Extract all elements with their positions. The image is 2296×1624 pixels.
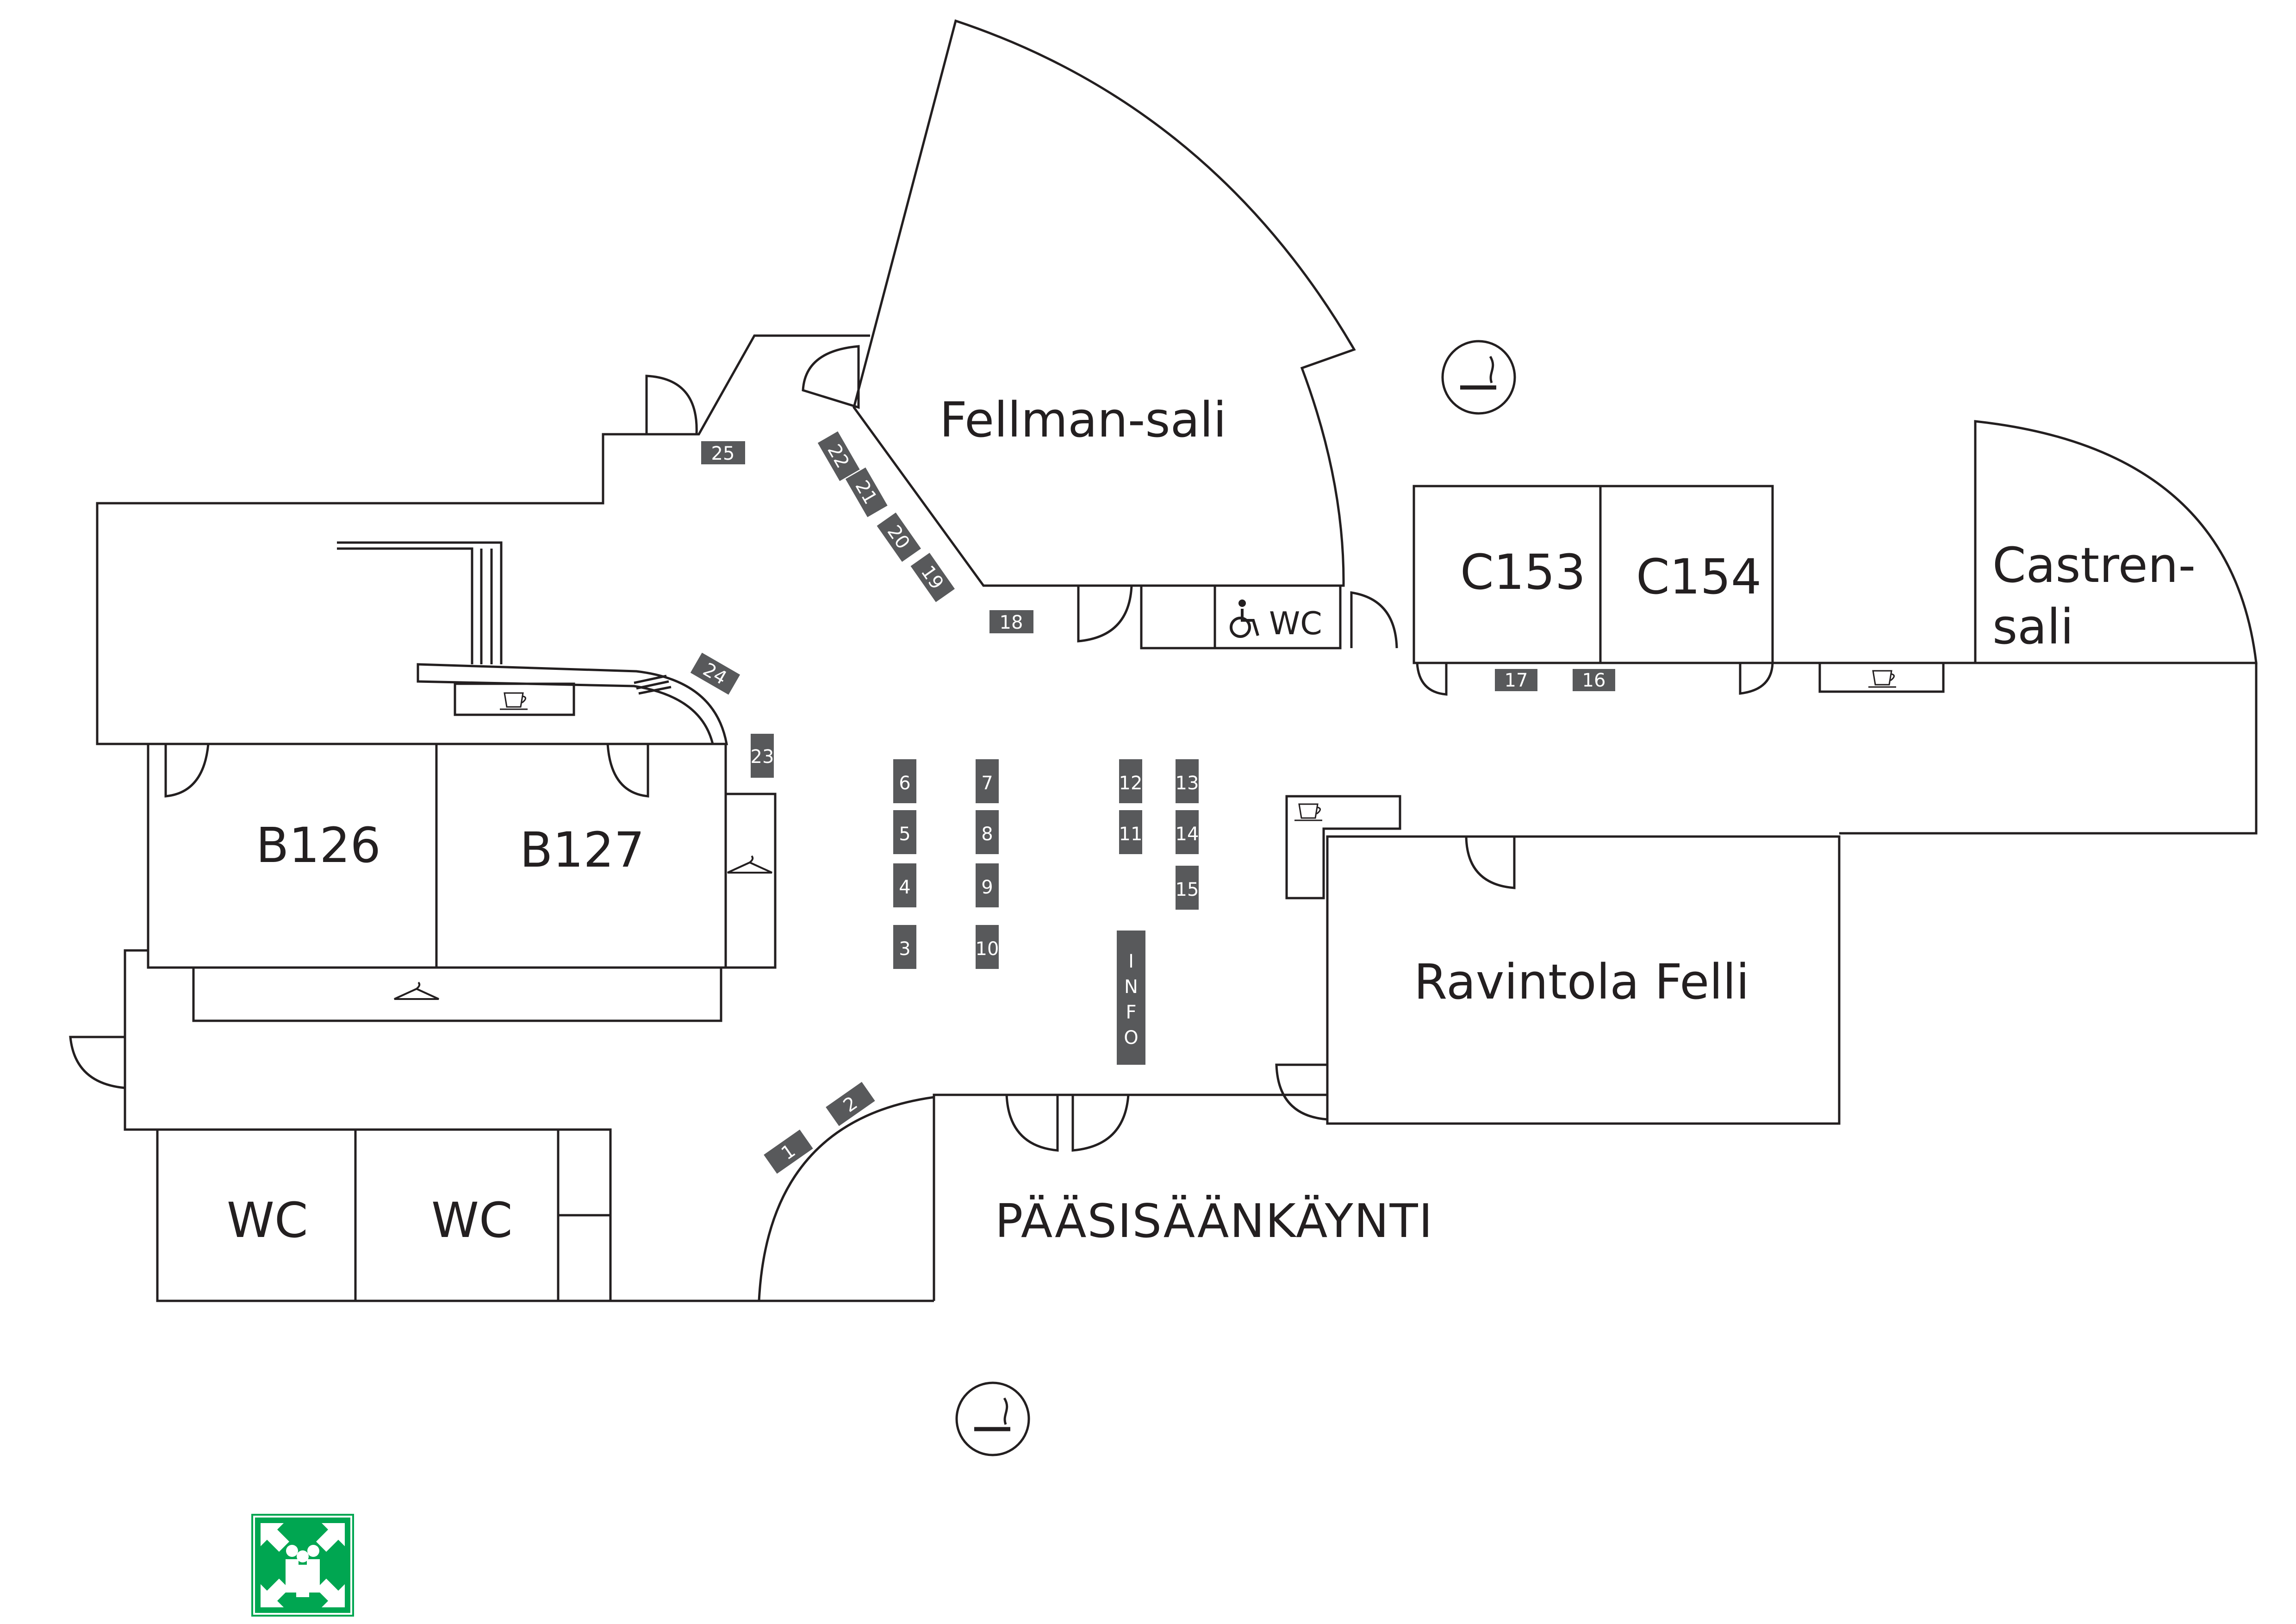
booth-16[interactable]: 16	[1573, 669, 1615, 691]
booth-18[interactable]: 18	[989, 610, 1033, 633]
coat-hanger-icon	[394, 981, 439, 1000]
svg-text:3: 3	[899, 938, 910, 960]
booth-17[interactable]: 17	[1495, 669, 1537, 691]
svg-text:I: I	[1128, 951, 1134, 972]
coffee-cup-icon	[1868, 670, 1896, 688]
room-label-fellman: Fellman-sali	[940, 392, 1226, 448]
svg-text:8: 8	[981, 824, 993, 845]
room-label-c154: C154	[1636, 549, 1761, 605]
booth-7[interactable]: 7	[976, 759, 999, 803]
coffee-counter-c	[1818, 662, 1945, 693]
ravintola-felli-walls	[1326, 835, 1841, 1125]
reception-desk	[417, 663, 728, 745]
svg-text:9: 9	[981, 877, 993, 898]
room-label-castren-1: Castren-	[1992, 537, 2196, 593]
castren-sali-walls	[1974, 420, 2258, 664]
stairs-upper	[337, 541, 503, 664]
room-label-wc-accessible: WC	[1269, 606, 1322, 642]
coffee-cup-icon	[500, 692, 528, 710]
svg-text:17: 17	[1505, 670, 1528, 691]
south-wall	[610, 1093, 1327, 1302]
booth-19[interactable]: 19	[910, 553, 955, 602]
booth-6[interactable]: 6	[893, 759, 916, 803]
booth-13[interactable]: 13	[1176, 759, 1199, 803]
coffee-cup-icon	[1294, 803, 1322, 821]
booth-14[interactable]: 14	[1176, 810, 1199, 854]
room-label-b126: B126	[256, 817, 381, 874]
room-label-c153: C153	[1460, 544, 1586, 600]
booth-3[interactable]: 3	[893, 925, 916, 969]
svg-text:15: 15	[1176, 879, 1199, 900]
svg-text:6: 6	[899, 773, 910, 794]
exhibitor-booths: 6 5 4 3 7 8 9 10 12 11 13 14 15 16 17 18…	[690, 431, 1615, 1174]
booth-20[interactable]: 20	[877, 512, 921, 562]
svg-text:18: 18	[1000, 612, 1023, 633]
svg-text:4: 4	[899, 877, 910, 898]
svg-text:7: 7	[981, 773, 993, 794]
room-label-ravintola: Ravintola Felli	[1414, 954, 1749, 1010]
accessible-wc-block	[1140, 584, 1342, 650]
info-desk[interactable]: I N F O	[1117, 931, 1145, 1065]
booth-8[interactable]: 8	[976, 810, 999, 854]
svg-text:16: 16	[1582, 670, 1606, 691]
booth-22[interactable]: 22	[817, 431, 860, 481]
building-walls	[96, 19, 2258, 1302]
booth-1[interactable]: 1	[764, 1129, 813, 1174]
booth-25[interactable]: 25	[701, 441, 745, 464]
room-c154-walls	[1599, 485, 1774, 664]
booth-15[interactable]: 15	[1176, 866, 1199, 910]
svg-text:25: 25	[711, 443, 735, 464]
booth-10[interactable]: 10	[976, 925, 999, 969]
smoking-area-icon	[1441, 340, 1516, 415]
cloakroom-b-side	[724, 793, 777, 969]
fellman-sali-walls	[852, 19, 1356, 587]
cloakroom-b-bottom	[192, 966, 722, 1022]
svg-text:5: 5	[899, 824, 910, 845]
booth-23[interactable]: 23	[751, 734, 774, 778]
svg-text:11: 11	[1119, 824, 1143, 845]
main-entrance-label: PÄÄSISÄÄNKÄYNTI	[995, 1194, 1433, 1248]
svg-text:13: 13	[1176, 773, 1199, 794]
booth-12[interactable]: 12	[1119, 759, 1143, 803]
coffee-counter-east	[1285, 795, 1401, 899]
room-label-castren-2: sali	[1992, 599, 2074, 655]
doors	[69, 345, 1774, 1302]
svg-text:12: 12	[1119, 773, 1143, 794]
booth-2[interactable]: 2	[826, 1081, 875, 1126]
svg-text:F: F	[1126, 1002, 1136, 1023]
booth-4[interactable]: 4	[893, 863, 916, 907]
assembly-point-icon	[251, 1514, 354, 1617]
booth-9[interactable]: 9	[976, 863, 999, 907]
room-label-b127: B127	[520, 822, 645, 878]
svg-text:N: N	[1124, 976, 1138, 998]
booth-11[interactable]: 11	[1119, 810, 1143, 854]
wheelchair-icon	[1230, 600, 1259, 638]
east-corridor	[1773, 662, 2258, 835]
booth-24[interactable]: 24	[690, 652, 740, 695]
stair-steps-desk	[634, 675, 672, 695]
svg-text:O: O	[1124, 1027, 1138, 1049]
booth-21[interactable]: 21	[845, 467, 888, 518]
svg-text:10: 10	[976, 938, 999, 960]
coffee-counter-west	[454, 682, 575, 716]
svg-text:23: 23	[751, 746, 774, 768]
west-corridor	[124, 949, 426, 1131]
svg-text:14: 14	[1176, 824, 1199, 845]
west-wing-outline	[96, 334, 870, 745]
booth-5[interactable]: 5	[893, 810, 916, 854]
room-label-wc-right: WC	[431, 1192, 512, 1249]
room-label-wc-left: WC	[227, 1192, 308, 1249]
smoking-area-icon	[955, 1381, 1030, 1456]
coat-hanger-icon	[727, 855, 772, 874]
